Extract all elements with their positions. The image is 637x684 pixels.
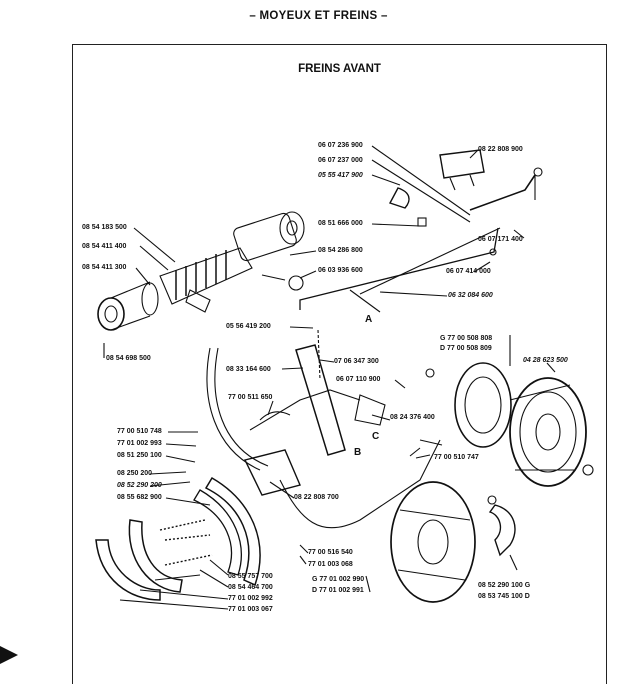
part-label: 06 07 237 000 — [318, 157, 363, 164]
part-label: 08 51 250 100 — [117, 452, 162, 459]
part-label: 06 07 171 400 — [478, 236, 523, 243]
part-label: 08 53 745 100 D — [478, 593, 530, 600]
part-label: 08 52 290 100 G — [478, 582, 531, 589]
part-label: 77 00 511 650 — [228, 394, 273, 401]
part-label: 08 54 183 500 — [82, 224, 127, 231]
part-label: D 77 00 508 809 — [440, 345, 492, 352]
reference-letter-c: C — [372, 431, 380, 442]
part-label: 08 54 464 700 — [228, 584, 273, 591]
part-label: 08 54 411 300 — [82, 264, 127, 271]
page-header: – MOYEUX ET FREINS – — [249, 10, 388, 22]
pointer-cursor — [0, 646, 18, 664]
part-label: 77 01 003 067 — [228, 606, 273, 613]
part-label: 06 07 236 900 — [318, 142, 363, 149]
reference-letter-a: A — [365, 314, 373, 325]
part-label: 08 22 808 900 — [478, 146, 523, 153]
part-label: 05 56 419 200 — [226, 323, 271, 330]
part-label: 08 55 757 700 — [228, 573, 273, 580]
part-label: 08 22 808 700 — [294, 494, 339, 501]
part-label: 08 52 290 200 — [117, 482, 162, 489]
reference-letter-b: B — [354, 447, 362, 458]
exploded-view-drawing — [95, 145, 594, 610]
part-label: 77 01 003 068 — [308, 561, 353, 568]
part-label: 06 07 110 900 — [336, 376, 381, 383]
part-label: 08 55 682 900 — [117, 494, 162, 501]
part-label: 08 250 200 — [117, 470, 153, 477]
part-label: 06 03 936 600 — [318, 267, 363, 274]
part-label: 08 51 666 000 — [318, 220, 363, 227]
part-label: 05 55 417 900 — [318, 172, 363, 179]
part-label: 06 32 084 600 — [448, 292, 493, 299]
part-label: G 77 00 508 808 — [440, 335, 493, 342]
part-label: 08 54 698 500 — [106, 355, 151, 362]
part-label: G 77 01 002 990 — [312, 576, 365, 583]
part-label: 77 00 516 540 — [308, 549, 353, 556]
part-label: 08 33 164 600 — [226, 366, 271, 373]
figure-title: FREINS AVANT — [298, 63, 381, 75]
part-label: 07 06 347 300 — [334, 358, 379, 365]
part-label: 08 54 411 400 — [82, 243, 127, 250]
part-label: 77 00 510 748 — [117, 428, 162, 435]
part-label: 04 28 623 500 — [523, 357, 568, 364]
figure-frame — [72, 44, 607, 684]
part-label: 08 54 286 800 — [318, 247, 363, 254]
part-label: 77 00 510 747 — [434, 454, 479, 461]
part-label: D 77 01 002 991 — [312, 587, 364, 594]
part-label: 06 07 414 000 — [446, 268, 491, 275]
part-label: 08 24 376 400 — [390, 414, 435, 421]
part-label: 77 01 002 993 — [117, 440, 162, 447]
part-label: 77 01 002 992 — [228, 595, 273, 602]
